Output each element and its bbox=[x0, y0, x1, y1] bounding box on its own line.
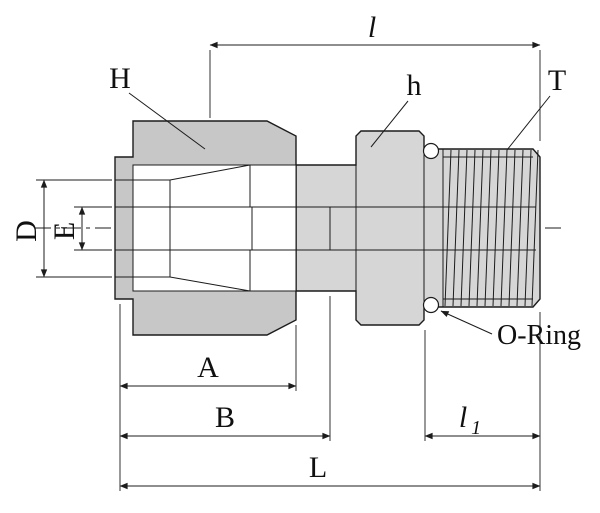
thread-line bbox=[452, 149, 460, 307]
dim-label-l1-subscript: 1 bbox=[471, 417, 481, 439]
dim-label-l1: l 1 bbox=[459, 401, 481, 439]
thread-line bbox=[468, 149, 476, 307]
leader-h bbox=[370, 100, 409, 148]
dimension-lines bbox=[40, 41, 541, 490]
internal-section-lines bbox=[115, 136, 536, 320]
fitting-body bbox=[295, 130, 541, 326]
leader-lines bbox=[128, 92, 551, 335]
thread-hatching bbox=[444, 149, 539, 307]
dim-label-l: l bbox=[368, 11, 376, 44]
ferrule-cone-bottom-line bbox=[169, 276, 251, 292]
leader-H bbox=[128, 92, 206, 150]
dim-label-B: B bbox=[215, 401, 235, 434]
thread-line bbox=[460, 149, 468, 307]
o-ring-top bbox=[422, 142, 440, 160]
thread-line bbox=[516, 149, 524, 307]
dim-label-h: h bbox=[407, 69, 422, 102]
dim-label-D: D bbox=[10, 220, 43, 242]
body-outline bbox=[295, 130, 541, 326]
dim-label-H: H bbox=[109, 62, 131, 95]
nut-bore bbox=[132, 164, 297, 292]
thread-line bbox=[500, 149, 508, 307]
extension-lines bbox=[36, 50, 541, 491]
thread-line bbox=[492, 149, 500, 307]
ferrule-cone-top-line bbox=[169, 164, 251, 181]
thread-line bbox=[476, 149, 484, 307]
thread-line bbox=[444, 149, 452, 307]
thread-line bbox=[524, 149, 532, 307]
nut bbox=[114, 120, 297, 336]
thread-line bbox=[484, 149, 492, 307]
leader-o-ring bbox=[440, 310, 493, 335]
dimension-labels: l H h T D E A B l 1 L O-Ring bbox=[10, 11, 581, 484]
dim-label-l1-base: l bbox=[459, 401, 467, 434]
dim-label-T: T bbox=[548, 64, 566, 97]
dim-label-A: A bbox=[197, 351, 219, 384]
leader-T bbox=[506, 95, 551, 151]
thread-line bbox=[508, 149, 516, 307]
o-ring-label: O-Ring bbox=[497, 320, 581, 351]
thread-line bbox=[531, 149, 539, 307]
dim-label-E: E bbox=[48, 222, 81, 240]
dim-label-L: L bbox=[309, 451, 327, 484]
o-ring-bottom bbox=[422, 296, 440, 314]
